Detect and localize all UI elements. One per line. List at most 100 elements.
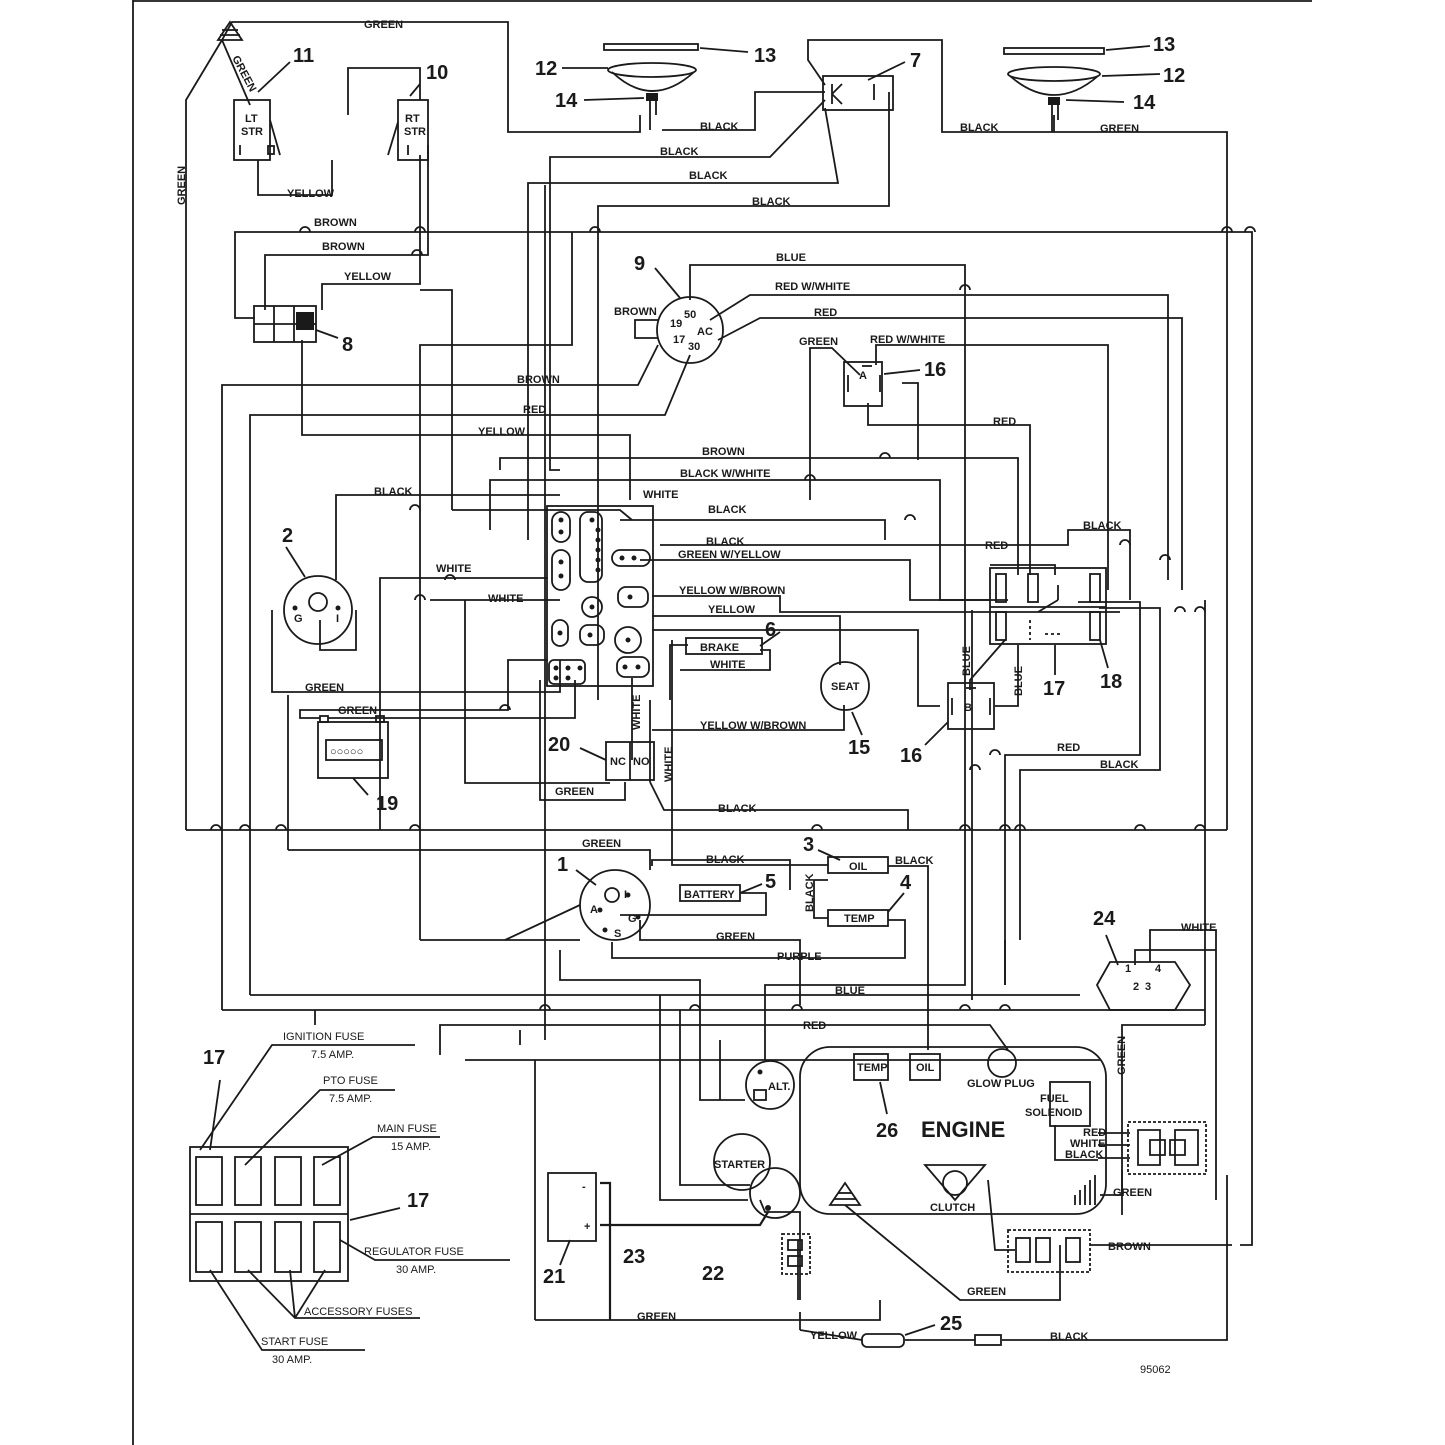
main-fuse-amp: 15 AMP.: [391, 1141, 431, 1153]
wire-label: RED: [803, 1020, 826, 1032]
wire-label: RED W/WHITE: [870, 334, 945, 346]
wire-label: YELLOW W/BROWN: [700, 720, 806, 732]
accessory-fuses-label: ACCESSORY FUSES: [304, 1306, 412, 1318]
wire-label: RED: [523, 404, 546, 416]
wire-label: BLACK: [1083, 520, 1122, 532]
ignition-switch-1: [504, 869, 651, 941]
callout-15: 15: [848, 737, 870, 759]
ignition-fuse-label: IGNITION FUSE: [283, 1031, 364, 1043]
callout-17: 17: [407, 1190, 429, 1212]
wire-label: YELLOW W/BROWN: [679, 585, 785, 597]
battery-label: BATTERY: [684, 889, 735, 901]
wire-label: GREEN: [338, 705, 377, 717]
wire-label: RED: [1057, 742, 1080, 754]
drawing-number: 95062: [1140, 1364, 1171, 1376]
ignition-fuse-amp: 7.5 AMP.: [311, 1049, 354, 1061]
battery-terminal: -: [582, 1181, 586, 1193]
rt-str-label: STR: [404, 126, 426, 138]
callout-18: 18: [1100, 671, 1122, 693]
callout-5: 5: [765, 871, 776, 893]
temp-light: [827, 892, 905, 927]
wire-label: GREEN: [176, 166, 188, 205]
callout-16: 16: [900, 745, 922, 767]
wire-label: BLACK W/WHITE: [680, 468, 770, 480]
engine-oil-label: OIL: [916, 1062, 935, 1074]
start-fuse-amp: 30 AMP.: [272, 1354, 312, 1366]
wire-label: BROWN: [614, 306, 657, 318]
callout-10: 10: [426, 62, 448, 84]
alternator: [745, 1060, 795, 1110]
pin-label: G: [628, 913, 637, 925]
wire-label: BLACK: [660, 146, 699, 158]
pto-switch-2: [283, 546, 353, 645]
alt-label: ALT.: [768, 1081, 790, 1093]
glow-plug-label: GLOW PLUG: [967, 1078, 1035, 1090]
lt-steering-switch: [233, 61, 291, 161]
wire-label: BLUE: [835, 985, 865, 997]
wire-label: GREEN: [229, 54, 258, 94]
wire-label: YELLOW: [810, 1330, 858, 1342]
central-connector: [546, 505, 654, 687]
connector-19: [317, 715, 389, 796]
wire-label: WHITE: [643, 489, 678, 501]
wire-label: PURPLE: [777, 951, 822, 963]
wire-label: BROWN: [1108, 1241, 1151, 1253]
wire-label: BLACK: [895, 855, 934, 867]
callout-numbers: 11 10 12 13 14 7 13 12 14 9 8 16 2 6 17 …: [203, 34, 1185, 1335]
pin-label: 19: [670, 318, 682, 330]
temp-light-label: TEMP: [844, 913, 875, 925]
oil-light-label: OIL: [849, 861, 868, 873]
pin-label: G: [294, 613, 303, 625]
clutch-label: CLUTCH: [930, 1202, 975, 1214]
relay-block-17-18: [989, 567, 1109, 675]
relay-b-label: B: [964, 702, 972, 714]
no-label: NO: [633, 756, 650, 768]
pin-label: 2: [1133, 981, 1139, 993]
callout-11: 11: [293, 45, 314, 67]
pin-label: 4: [1155, 963, 1162, 975]
wire-label: YELLOW: [344, 271, 392, 283]
callout-26: 26: [876, 1120, 898, 1142]
wire-crossovers: [210, 226, 1256, 1011]
wire-label: GREEN: [555, 786, 594, 798]
wire-label: WHITE: [663, 747, 675, 782]
wire-label: GREEN: [1116, 1036, 1128, 1075]
callout-2: 2: [282, 525, 293, 547]
fuse-labels: IGNITION FUSE 7.5 AMP. PTO FUSE 7.5 AMP.…: [261, 1031, 464, 1366]
connector-pins: ○○○○○: [330, 746, 363, 758]
start-solenoid: [781, 1233, 811, 1275]
wire-label: WHITE: [710, 659, 745, 671]
callout-8: 8: [342, 334, 353, 356]
pin-label: 3: [1145, 981, 1151, 993]
wire-label: BROWN: [517, 374, 560, 386]
wire-label: BLACK: [708, 504, 747, 516]
callout-7: 7: [910, 50, 921, 72]
pin-label: I: [336, 613, 339, 625]
callout-14: 14: [1133, 92, 1156, 114]
wire-label: GREEN: [967, 1286, 1006, 1298]
key-switch-9: [654, 267, 724, 364]
wire-label: BLACK: [700, 121, 739, 133]
fuse-block-17: [189, 1044, 510, 1351]
wire-label: BLACK: [374, 486, 413, 498]
wire-label: BROWN: [314, 217, 357, 229]
wire-label: BLACK: [1100, 759, 1139, 771]
wire-label: RED: [1083, 1127, 1106, 1139]
wire-label: BLACK: [960, 122, 999, 134]
engine-block: [799, 1046, 1107, 1215]
headlight-left: [562, 43, 749, 130]
relay-7: [822, 61, 906, 111]
rt-str-label: RT: [405, 113, 420, 125]
wire-label: RED W/WHITE: [775, 281, 850, 293]
wire-label: RED: [985, 540, 1008, 552]
callout-17: 17: [1043, 678, 1065, 700]
pin-label: AC: [697, 326, 713, 338]
headlight-right: [1003, 45, 1161, 132]
seat-label: SEAT: [831, 681, 860, 693]
wire-label: GREEN: [1113, 1187, 1152, 1199]
regulator-fuse-label: REGULATOR FUSE: [364, 1246, 464, 1258]
callout-25: 25: [940, 1313, 962, 1335]
wire-label: WHITE: [631, 695, 643, 730]
callout-20: 20: [548, 734, 570, 756]
